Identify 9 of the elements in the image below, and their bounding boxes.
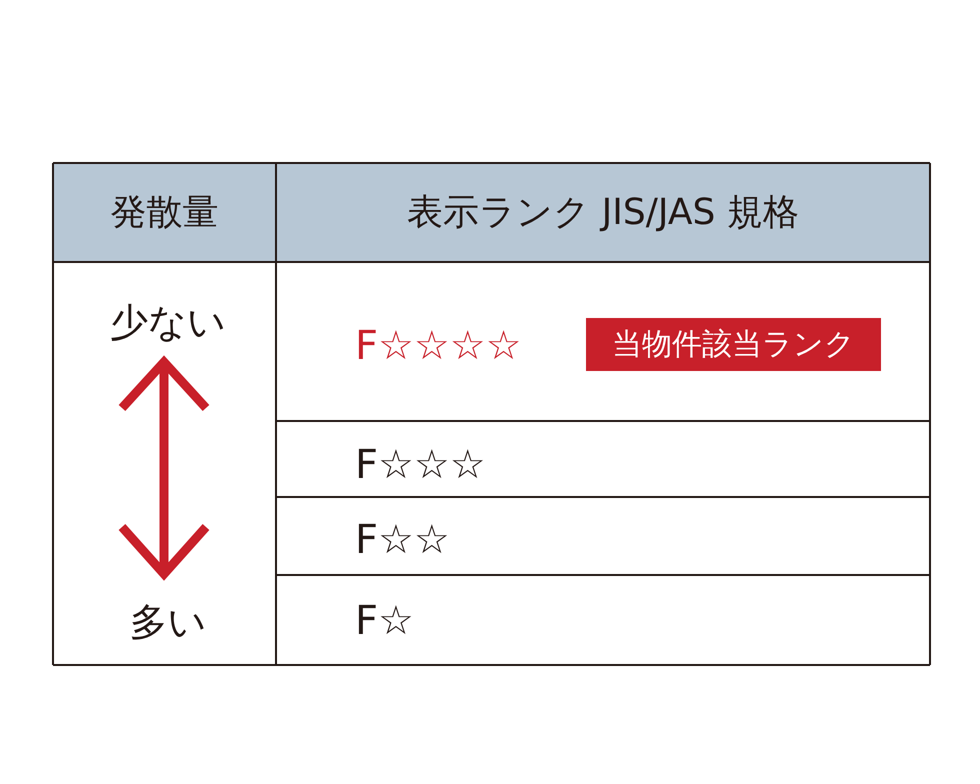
header-cell: 発散量 xyxy=(53,163,276,262)
rank-label: F☆ xyxy=(355,601,414,641)
rank-label: F☆☆ xyxy=(355,520,450,560)
scale-label: 多い xyxy=(130,603,206,641)
header-cell: 表示ランク JIS/JAS 規格 xyxy=(276,163,930,262)
scale-label: 少ない xyxy=(110,303,226,341)
rank-label: F☆☆☆ xyxy=(355,445,486,485)
rank-label: F☆☆☆☆ xyxy=(355,326,522,366)
rank-badge: 当物件該当ランク xyxy=(586,318,881,371)
